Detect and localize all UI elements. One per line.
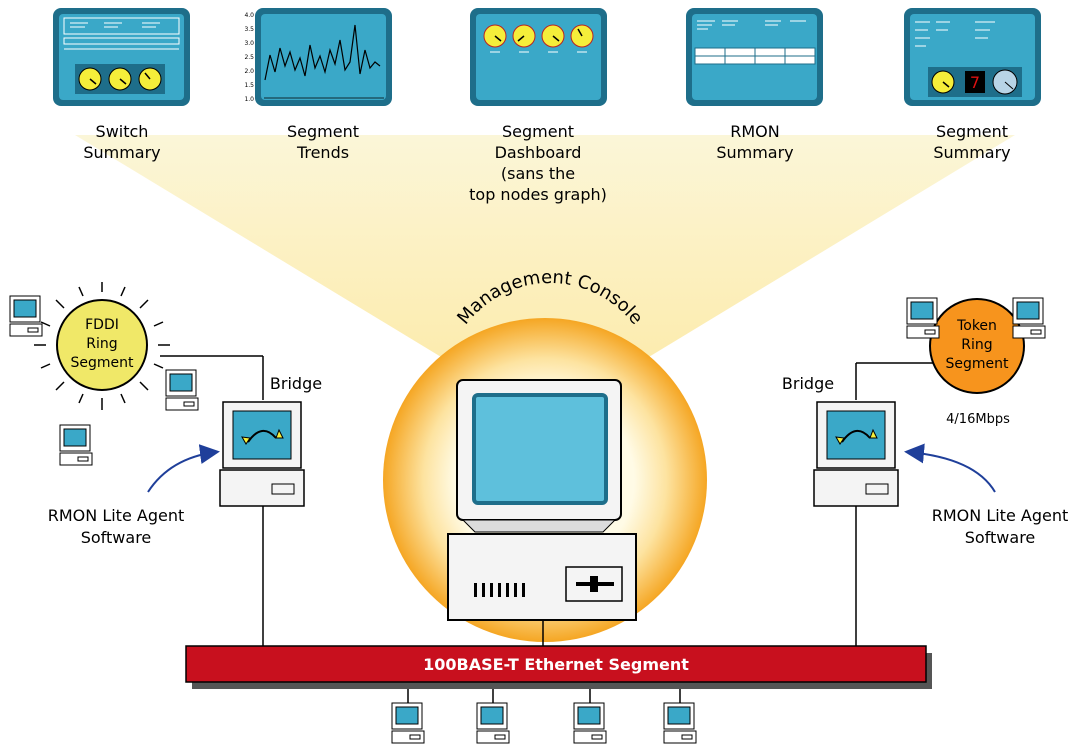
trend-tick: 3.5	[244, 26, 254, 33]
management-console-computer-icon	[447, 379, 637, 621]
token-speed: 4/16Mbps	[946, 412, 1010, 427]
agent-right-line2: Software	[965, 528, 1036, 547]
agent-arrow-left	[147, 444, 220, 493]
agent-left-line1: RMON Lite Agent	[48, 506, 185, 525]
trend-tick: 3.0	[244, 40, 254, 47]
panel-segment-dashboard	[470, 8, 607, 106]
panel-4-label-line2: Summary	[716, 143, 793, 162]
panel-1-label-line1: Switch	[96, 122, 149, 141]
view-beam	[75, 135, 1015, 420]
bridge-right-label: Bridge	[782, 374, 834, 393]
agent-arrow-right	[904, 443, 996, 493]
small-computer-icon	[165, 369, 199, 411]
token-line3: Segment	[946, 356, 1010, 372]
panel-segment-trends	[255, 8, 392, 106]
fddi-line3: Segment	[71, 355, 135, 371]
panel-switch-summary	[53, 8, 190, 106]
ethernet-label: 100BASE-T Ethernet Segment	[423, 655, 689, 674]
panel-2-label-line2: Trends	[296, 143, 349, 162]
ethernet-segment-bar: 100BASE-T Ethernet Segment	[185, 645, 932, 689]
small-computer-icon	[1012, 297, 1046, 339]
trend-tick: 2.5	[244, 54, 254, 61]
small-computer-icon	[476, 702, 510, 744]
fddi-line1: FDDI	[85, 317, 119, 333]
panel-5-label-line1: Segment	[936, 122, 1008, 141]
trend-tick: 4.0	[244, 12, 254, 19]
token-ring: Token Ring Segment	[929, 298, 1025, 394]
agent-right-line1: RMON Lite Agent	[932, 506, 1069, 525]
panel-3-label-line4: top nodes graph)	[469, 185, 607, 204]
panel-segment-summary: 7	[904, 8, 1041, 106]
token-line1: Token	[956, 318, 997, 334]
agent-left-line2: Software	[81, 528, 152, 547]
small-computer-icon	[906, 297, 940, 339]
panel-rmon-summary	[686, 8, 823, 106]
small-computer-icon	[391, 702, 425, 744]
fddi-line2: Ring	[86, 336, 117, 352]
small-computer-icon	[573, 702, 607, 744]
panel-2-label-line1: Segment	[287, 122, 359, 141]
svg-text:7: 7	[970, 73, 980, 92]
trend-tick: 1.5	[244, 82, 254, 89]
small-computer-icon	[59, 424, 93, 466]
trend-axis: 4.0 3.5 3.0 2.5 2.0 1.5 1.0	[244, 12, 254, 103]
panel-3-label-line1: Segment	[502, 122, 574, 141]
small-computer-icon	[9, 295, 43, 337]
panel-5-label-line2: Summary	[933, 143, 1010, 162]
fddi-ring: FDDI Ring Segment	[34, 282, 170, 410]
left-bridge-computer-icon	[219, 401, 305, 507]
network-links	[160, 355, 935, 705]
small-computer-icon	[663, 702, 697, 744]
right-bridge-computer-icon	[813, 401, 899, 507]
panel-3-label-line3: (sans the	[501, 164, 575, 183]
panel-1-label-line2: Summary	[83, 143, 160, 162]
trend-tick: 1.0	[244, 96, 254, 103]
trend-tick: 2.0	[244, 68, 254, 75]
token-line2: Ring	[961, 337, 992, 353]
bridge-left-label: Bridge	[270, 374, 322, 393]
panel-4-label-line1: RMON	[730, 122, 779, 141]
panel-3-label-line2: Dashboard	[495, 143, 582, 162]
